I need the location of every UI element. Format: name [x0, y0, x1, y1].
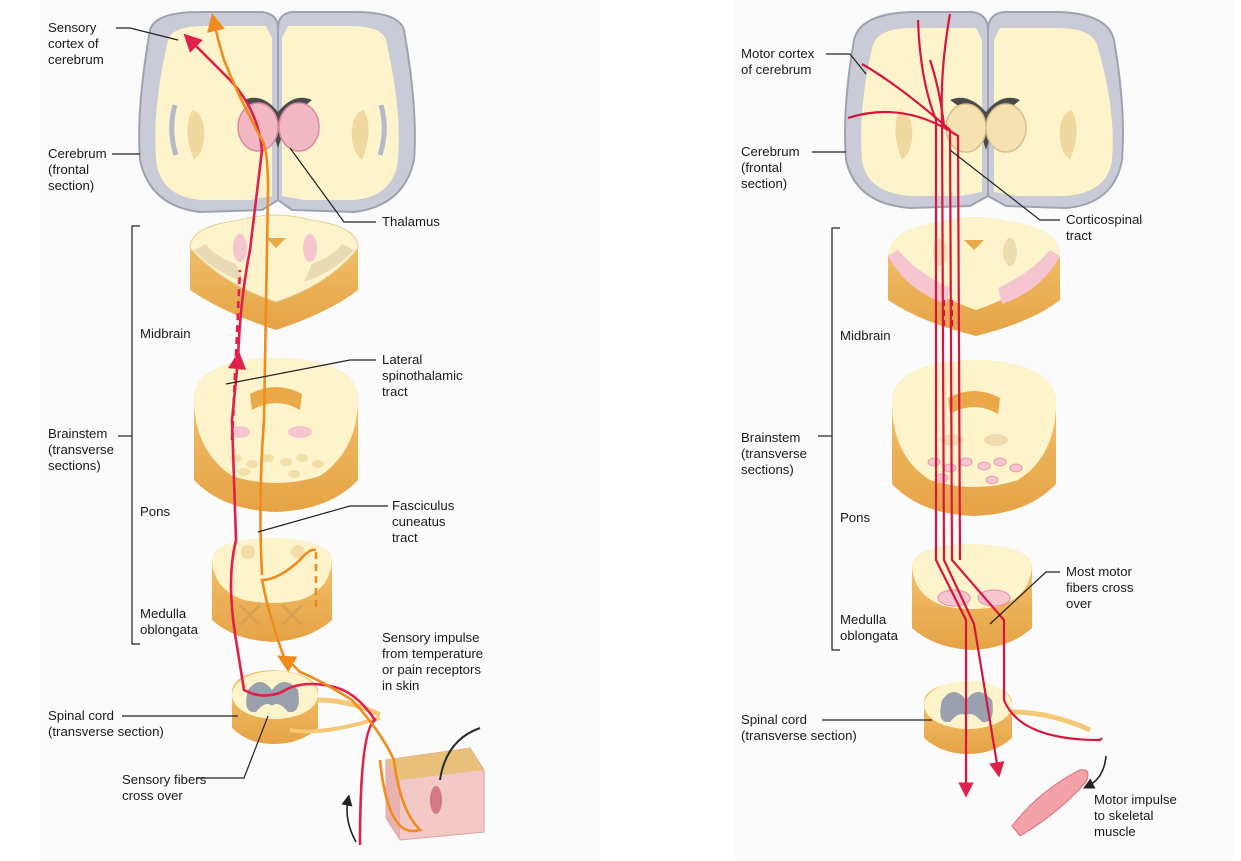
- label-sensory-fibers: Sensory fibers cross over: [122, 772, 207, 803]
- right-pons-slice: [892, 360, 1056, 516]
- label-right-midbrain: Midbrain: [840, 328, 891, 343]
- label-left-cerebrum: Cerebrum (frontal section): [48, 146, 107, 193]
- left-impulse-arrow: [341, 794, 357, 843]
- right-medulla-slice: [912, 544, 1032, 650]
- label-right-brainstem: Brainstem (transverse sections): [741, 430, 807, 477]
- left-medulla-slice: [212, 538, 332, 642]
- right-leader-lines: [812, 53, 1060, 721]
- label-thalamus: Thalamus: [382, 214, 440, 229]
- motor-pathway: [847, 13, 1103, 798]
- sensory-pathway-orange: [207, 13, 423, 833]
- label-right-medulla: Medulla oblongata: [840, 612, 898, 643]
- label-sensory-cortex: Sensory cortex of cerebrum: [48, 20, 104, 67]
- label-left-spinal-cord: Spinal cord (transverse section): [48, 708, 164, 739]
- left-midbrain-slice: [189, 214, 359, 330]
- label-corticospinal: Corticospinal tract: [1066, 212, 1143, 243]
- left-leader-lines: [112, 27, 388, 779]
- label-left-midbrain: Midbrain: [140, 326, 191, 341]
- label-left-brainstem: Brainstem (transverse sections): [48, 426, 114, 473]
- label-fasciculus-cuneatus: Fasciculus cuneatus tract: [392, 498, 455, 545]
- label-right-pons: Pons: [840, 510, 871, 525]
- label-motor-cortex: Motor cortex of cerebrum: [741, 46, 815, 77]
- right-spinal-cord: [924, 681, 1092, 754]
- left-cerebrum: [138, 11, 416, 214]
- skeletal-muscle: [1011, 769, 1089, 837]
- label-right-cerebrum: Cerebrum (frontal section): [741, 144, 800, 191]
- right-cerebrum: [844, 11, 1124, 210]
- right-midbrain-slice: [888, 217, 1060, 336]
- label-most-motor: Most motor fibers cross over: [1066, 564, 1134, 611]
- label-left-medulla: Medulla oblongata: [140, 606, 198, 637]
- skin-block: [385, 727, 485, 841]
- sensory-pathway-red: [183, 33, 377, 846]
- left-pons-slice: [194, 358, 358, 512]
- label-lateral-spinothalamic: Lateral spinothalamic tract: [382, 352, 463, 399]
- label-sensory-impulse: Sensory impulse from temperature or pain…: [382, 630, 484, 693]
- label-motor-impulse: Motor impulse to skeletal muscle: [1094, 792, 1177, 839]
- label-left-pons: Pons: [140, 504, 171, 519]
- label-right-spinal-cord: Spinal cord (transverse section): [741, 712, 857, 743]
- right-impulse-arrow: [1082, 755, 1107, 789]
